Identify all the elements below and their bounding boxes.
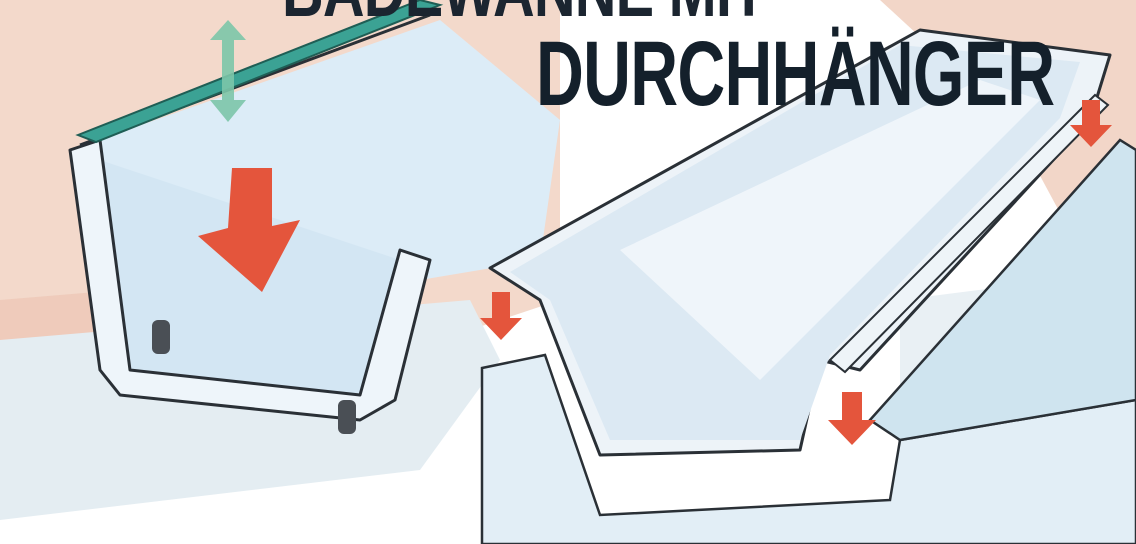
headline-line-2: DURCHHÄNGER — [536, 22, 1054, 127]
